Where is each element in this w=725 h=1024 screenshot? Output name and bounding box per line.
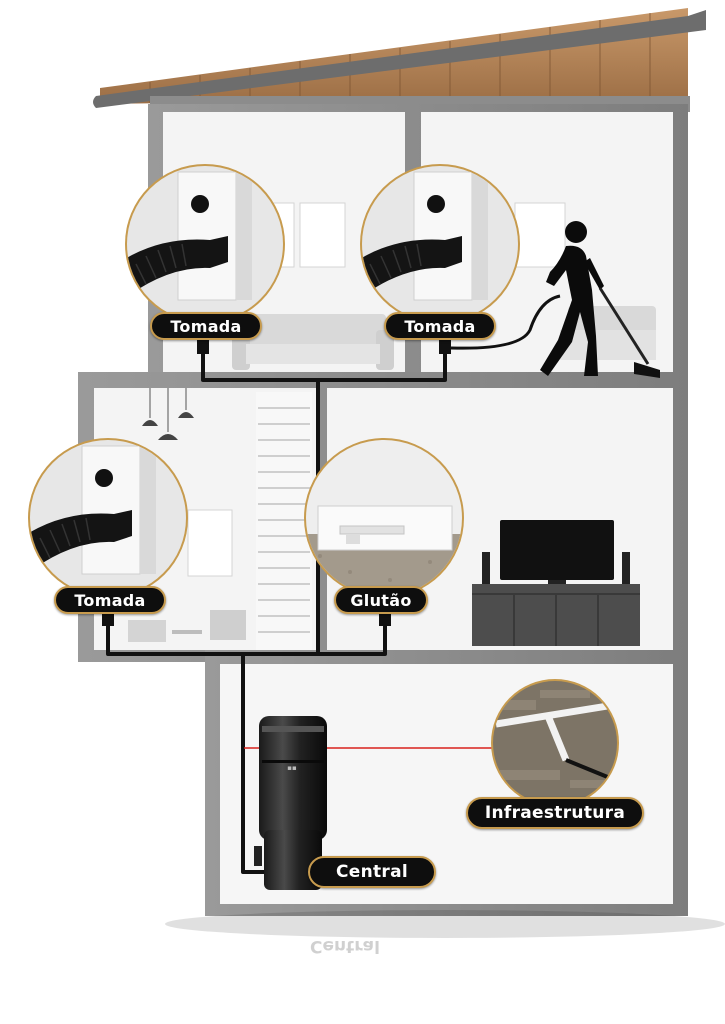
svg-text:▪▪: ▪▪ bbox=[287, 764, 297, 772]
piping-detail bbox=[491, 679, 619, 807]
outlet-label-top-left: Tomada bbox=[150, 312, 262, 340]
outlet-sockets bbox=[102, 340, 451, 626]
central-label-reflection: Central bbox=[310, 936, 380, 956]
roof bbox=[93, 8, 706, 112]
piping-label: Infraestrutura bbox=[466, 797, 644, 829]
kickplate-detail bbox=[304, 438, 464, 598]
outlet-label-top-right: Tomada bbox=[384, 312, 496, 340]
tv-area bbox=[472, 520, 640, 646]
outlet-label-middle-left: Tomada bbox=[54, 586, 166, 614]
central-unit-label: Central bbox=[308, 856, 436, 888]
central-vacuum-unit: ▪▪ bbox=[254, 716, 327, 890]
hose-to-vacuum bbox=[450, 294, 561, 350]
outlet-detail-middle-left bbox=[28, 438, 188, 598]
staircase bbox=[256, 392, 312, 650]
kickplate-label: Glutão bbox=[334, 586, 428, 614]
person-vacuuming-silhouette bbox=[540, 221, 604, 376]
outlet-detail-top-left bbox=[125, 164, 285, 324]
outlet-detail-top-right bbox=[360, 164, 520, 324]
vacuum-wand bbox=[598, 287, 660, 378]
middle-left-decor bbox=[128, 388, 246, 642]
